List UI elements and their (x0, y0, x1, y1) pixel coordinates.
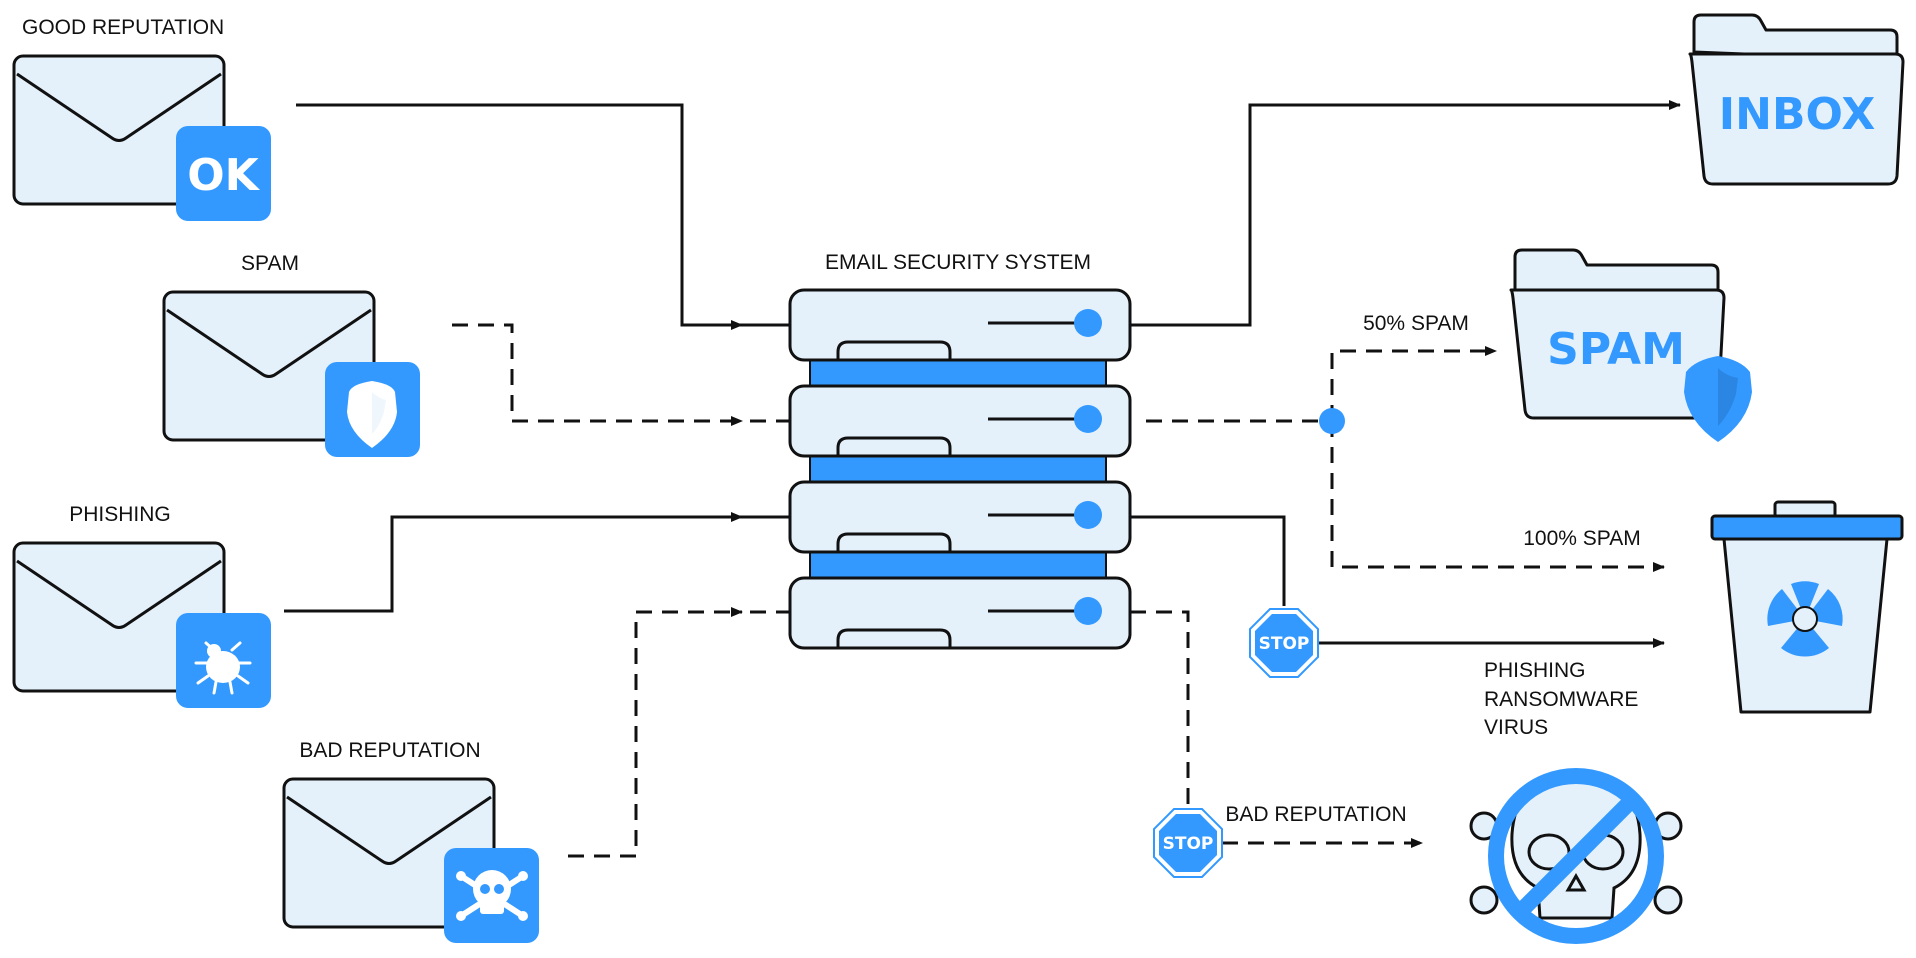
inbox-label: INBOX (1719, 89, 1876, 140)
skull-prohibited-icon (1469, 768, 1683, 944)
threat-list: PHISHING RANSOMWARE VIRUS (1484, 659, 1638, 739)
spam-100-label: 100% SPAM (1523, 527, 1641, 550)
source-label: PHISHING (69, 503, 171, 526)
svg-text:STOP: STOP (1259, 634, 1310, 654)
stop-sign-icon: STOP (1153, 808, 1223, 878)
connector-phishing-to-system (284, 512, 743, 613)
split-junction-dot (1319, 408, 1345, 434)
connector-system-to-stop-phishing (1130, 515, 1286, 606)
svg-text:STOP: STOP (1163, 834, 1214, 854)
source-bad-reputation: BAD REPUTATION (282, 739, 539, 943)
skull-crossbones-icon (444, 848, 539, 943)
spam-folder-label: SPAM (1547, 324, 1685, 375)
connectors (284, 100, 1681, 858)
source-label: SPAM (241, 252, 299, 275)
connector-split-to-trash (1330, 421, 1665, 572)
spam-folder: SPAM (1509, 248, 1752, 442)
shield-icon (325, 362, 420, 457)
stop-sign-icon: STOP (1249, 608, 1319, 678)
trash-biohazard-icon (1710, 500, 1904, 714)
source-spam: SPAM (162, 252, 420, 457)
connector-good-to-system (296, 103, 743, 330)
source-label: GOOD REPUTATION (22, 16, 224, 39)
folder-icon (1688, 13, 1905, 186)
ok-badge-icon: OK (176, 126, 271, 221)
connector-system-to-inbox (1130, 100, 1681, 327)
system-title: EMAIL SECURITY SYSTEM (825, 251, 1091, 274)
source-good-reputation: GOOD REPUTATION OK (12, 16, 271, 221)
connector-spam-to-system (452, 323, 743, 426)
threat-item: RANSOMWARE (1484, 688, 1638, 711)
source-phishing: PHISHING (12, 503, 271, 708)
threat-item: PHISHING (1484, 659, 1586, 682)
server-stack-icon (788, 288, 1132, 650)
inbox-folder: INBOX (1688, 13, 1905, 186)
source-label: BAD REPUTATION (299, 739, 480, 762)
shield-icon (1684, 356, 1752, 442)
connector-split-to-spam-folder (1330, 346, 1497, 421)
threat-item: VIRUS (1484, 716, 1548, 739)
folder-icon (1509, 248, 1726, 420)
connector-badrep-to-system (568, 607, 743, 858)
svg-text:OK: OK (187, 150, 260, 201)
bad-reputation-route-label: BAD REPUTATION (1225, 803, 1406, 826)
bug-icon (176, 613, 271, 708)
connector-system-to-stop-badrep (1130, 610, 1190, 810)
spam-50-label: 50% SPAM (1363, 312, 1469, 335)
email-security-system: EMAIL SECURITY SYSTEM (788, 251, 1132, 650)
